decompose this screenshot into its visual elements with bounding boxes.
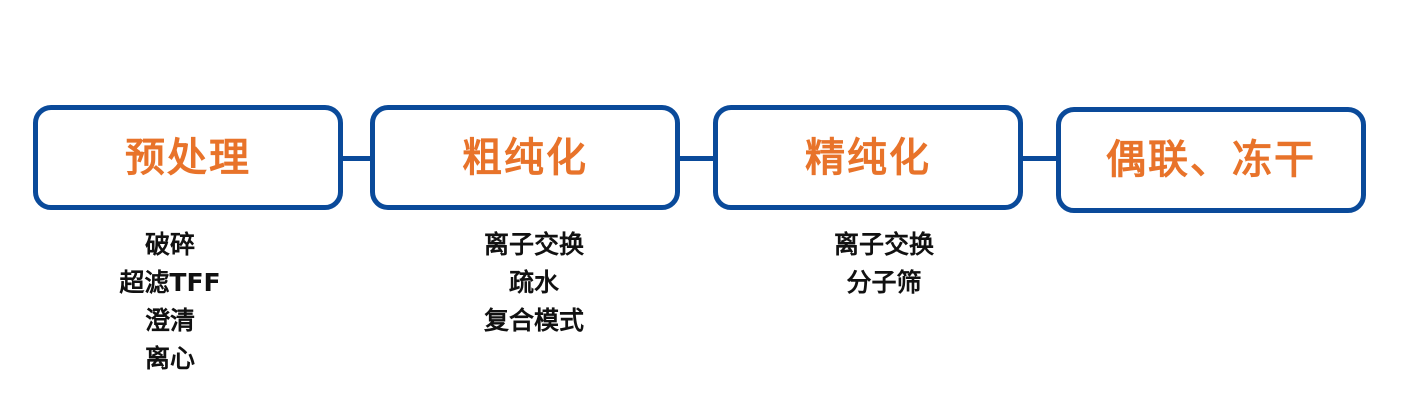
step-title-crude-purification: 粗纯化 xyxy=(462,134,588,181)
substep-item: 破碎 xyxy=(144,230,195,259)
substep-item: 复合模式 xyxy=(483,306,584,335)
connector-2-3 xyxy=(676,156,716,161)
step-box-conjugation-lyophilization: 偶联、冻干 xyxy=(1056,107,1366,213)
substep-item: 离子交换 xyxy=(483,230,584,259)
step-box-crude-purification: 粗纯化 xyxy=(370,105,680,210)
substep-item: 疏水 xyxy=(508,268,559,297)
connector-3-4 xyxy=(1020,156,1060,161)
step-title-conjugation-lyophilization: 偶联、冻干 xyxy=(1106,137,1316,183)
substep-list-crude-purification: 离子交换 疏水 复合模式 xyxy=(452,226,616,340)
step-title-fine-purification: 精纯化 xyxy=(805,134,931,181)
substep-list-pretreatment: 破碎 超滤TFF 澄清 离心 xyxy=(88,226,252,378)
substep-item: 超滤TFF xyxy=(119,268,221,297)
substep-item: 离心 xyxy=(144,344,195,373)
substep-item: 离子交换 xyxy=(833,230,934,259)
substep-item: 澄清 xyxy=(144,306,195,335)
step-box-pretreatment: 预处理 xyxy=(33,105,343,210)
step-title-pretreatment: 预处理 xyxy=(125,134,251,181)
connector-1-2 xyxy=(338,156,374,161)
substep-item: 分子筛 xyxy=(846,268,922,297)
substep-list-fine-purification: 离子交换 分子筛 xyxy=(802,226,966,302)
step-box-fine-purification: 精纯化 xyxy=(713,105,1023,210)
